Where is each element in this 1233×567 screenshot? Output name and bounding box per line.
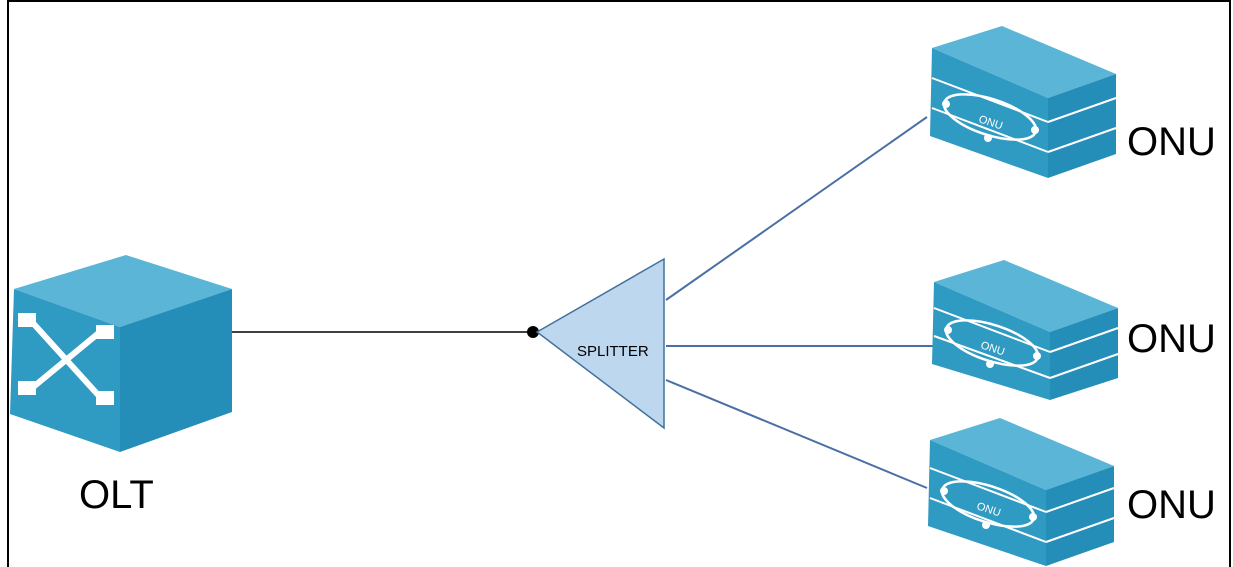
olt-top-face [14, 255, 232, 327]
onu-2-label: ONU [1127, 317, 1216, 361]
link-splitter-onu-1 [665, 116, 928, 301]
diagram-frame [7, 0, 1231, 567]
olt-right-face [120, 289, 232, 452]
onu-2-ring-icon [944, 319, 1041, 368]
onu-2-right-face [1050, 308, 1118, 400]
onu-1-label: ONU [1127, 120, 1216, 164]
onu-3-right-face [1046, 466, 1114, 566]
onu-2-front-face [932, 282, 1050, 400]
onu-3-ring-icon [940, 480, 1037, 529]
onu-1-ring-icon [942, 93, 1039, 142]
splitter-input-node [527, 326, 539, 338]
onu-1-right-face [1048, 74, 1116, 178]
onu-1-front-face [930, 48, 1048, 178]
onu-3-label: ONU [1127, 483, 1216, 527]
splitter-triangle [535, 257, 665, 430]
olt-label: OLT [79, 473, 154, 517]
onu-1-top-face [932, 26, 1116, 98]
onu-2-top-face [934, 260, 1118, 332]
links [232, 116, 933, 489]
onu-device-1: ONU ONU [930, 26, 1216, 178]
link-splitter-onu-3 [665, 379, 928, 489]
splitter-label: SPLITTER [577, 343, 649, 360]
onu-3-top-face [930, 418, 1114, 490]
onu-device-3: ONU ONU [928, 418, 1216, 566]
onu-device-2: ONU ONU [932, 260, 1216, 400]
splitter: SPLITTER [535, 257, 665, 430]
olt-switch-arrows-icon [18, 313, 114, 405]
olt-device: OLT [10, 255, 232, 517]
onu-3-front-face [928, 440, 1046, 566]
